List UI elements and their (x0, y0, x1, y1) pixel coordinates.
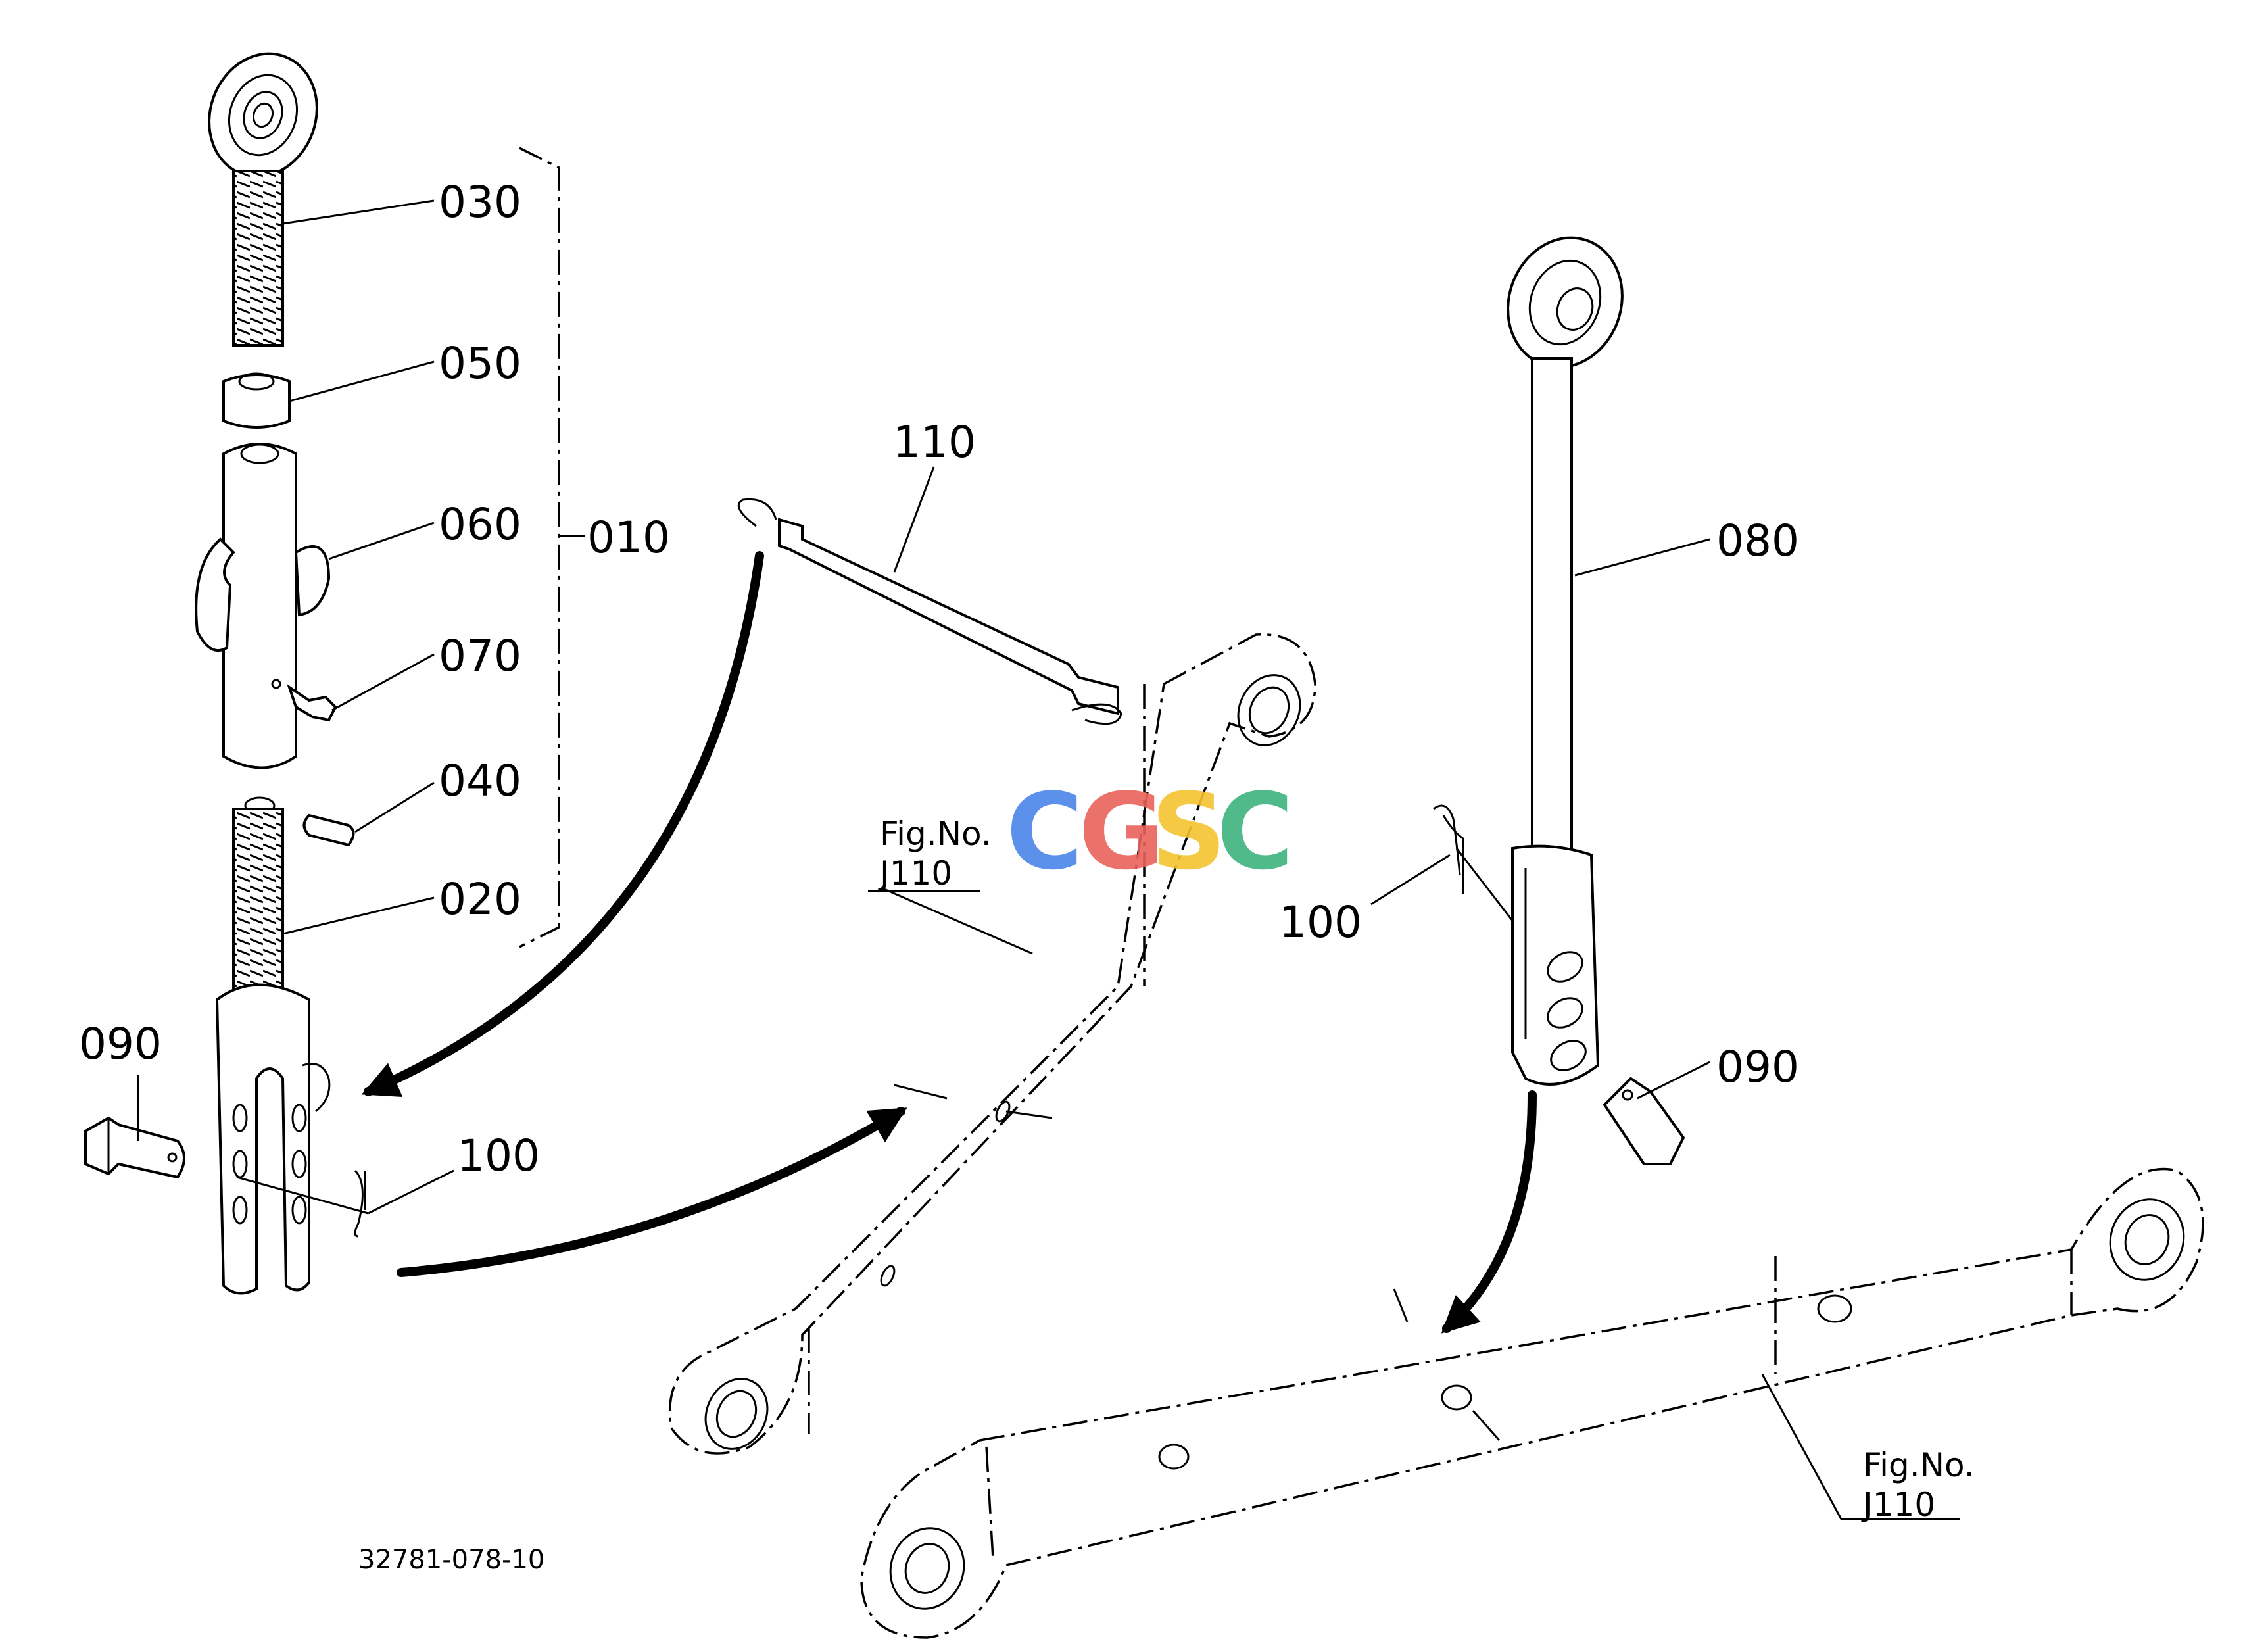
callout-090-right: 090 (1716, 1042, 1799, 1092)
top-link-assembly (84, 52, 366, 1295)
callout-020: 020 (439, 874, 521, 925)
lift-rod-080 (1507, 236, 1624, 1086)
grease-nipple-070 (287, 684, 337, 722)
clevis-pin-090-right (1603, 1077, 1685, 1165)
assembly-arrow-upper (361, 551, 764, 1097)
callout-050: 050 (439, 338, 521, 389)
figure-code: 32781-078-10 (358, 1545, 544, 1575)
pin-040 (302, 813, 355, 847)
callout-080: 080 (1716, 516, 1799, 566)
leader-110 (893, 466, 935, 573)
fig-ref-bottom: Fig.No. J110 (1861, 1446, 1975, 1524)
callout-030: 030 (439, 177, 521, 228)
watermark-letter-c2: C (1217, 770, 1293, 893)
callout-110: 110 (893, 417, 976, 468)
lower-link-middle (668, 633, 1316, 1455)
ball-joint-eye-030 (208, 52, 318, 347)
leaders-left (137, 199, 585, 1215)
snap-pin-100-right (1433, 804, 1464, 894)
fig-ref-leaders (868, 890, 1960, 1520)
callout-labels: 030 050 060 070 040 020 010 090 100 110 … (79, 177, 1799, 1181)
lower-link-bottom (860, 1167, 2204, 1639)
leaders-right (1370, 538, 1710, 1100)
callout-040: 040 (439, 756, 521, 806)
fig-ref-middle-line2: J110 (878, 854, 952, 892)
watermark-logo: C G S C (1006, 770, 1293, 893)
fig-ref-bottom-line2: J110 (1861, 1486, 1935, 1524)
snap-pin-100-left (354, 1169, 366, 1238)
callout-100-left: 100 (457, 1130, 540, 1181)
assembly-bracket-010 (519, 147, 560, 948)
watermark-letter-g: G (1078, 770, 1165, 893)
callout-100-right: 100 (1279, 897, 1362, 948)
fig-ref-middle-line1: Fig.No. (880, 815, 992, 853)
watermark-letter-s: S (1151, 770, 1226, 893)
nut-050 (222, 372, 291, 429)
callout-010: 010 (587, 512, 670, 563)
clevis-fork (215, 983, 331, 1295)
check-link-110 (737, 498, 1122, 725)
turnbuckle-body-060 (195, 443, 331, 769)
fig-ref-bottom-line1: Fig.No. (1863, 1446, 1975, 1484)
lift-rod-arrow (1441, 1090, 1537, 1334)
threaded-rod-020 (232, 796, 284, 1007)
callout-060: 060 (439, 499, 521, 550)
callout-090-left: 090 (79, 1019, 162, 1069)
watermark-letter-c1: C (1006, 770, 1083, 893)
clevis-pin-090-left (84, 1116, 185, 1179)
fig-ref-middle: Fig.No. J110 (878, 815, 992, 892)
callout-070: 070 (439, 631, 521, 681)
assembly-arrow-lower (397, 1107, 907, 1277)
